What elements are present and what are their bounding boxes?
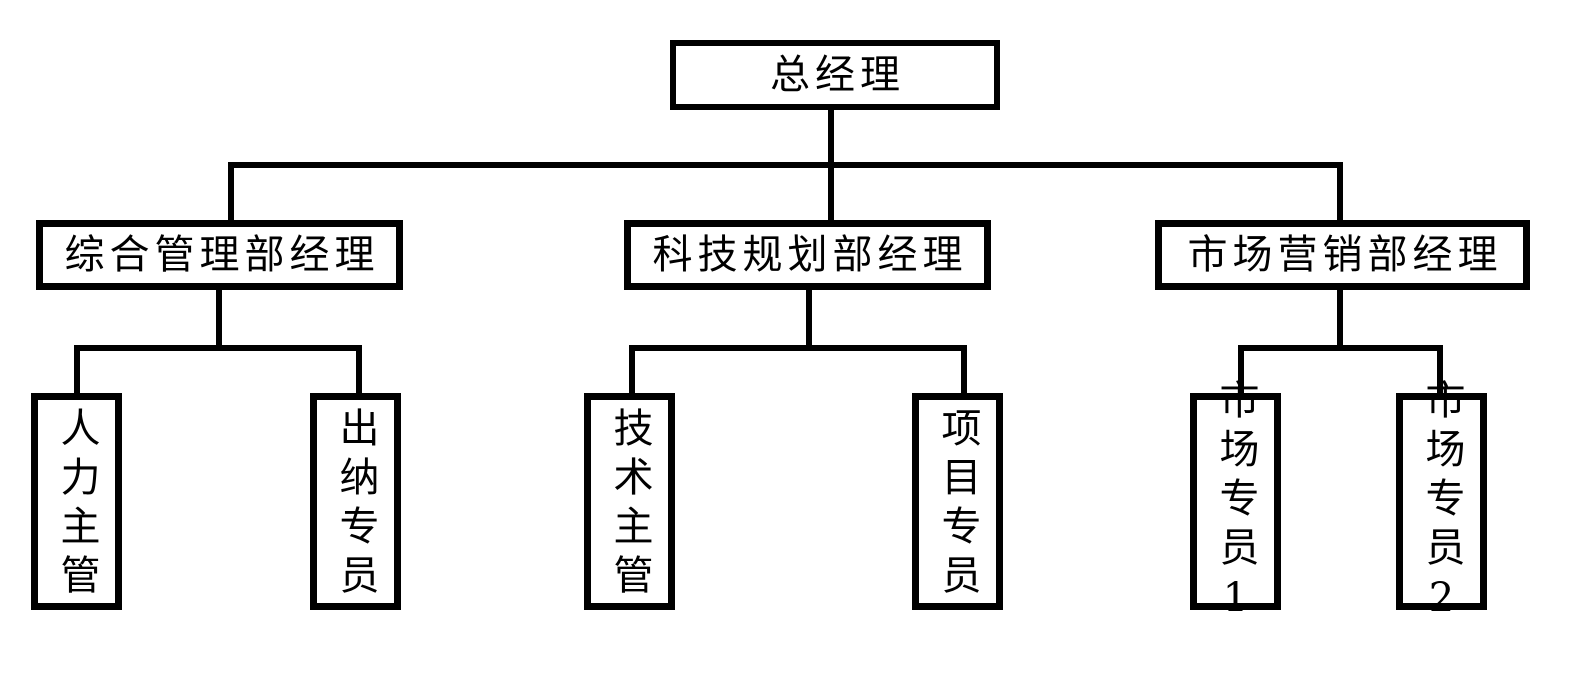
- node-label: 综合管理部经理: [64, 232, 380, 278]
- node-marketing-specialist-2[interactable]: 市场专员2: [1396, 379, 1487, 630]
- connector-staff-1-drop: [74, 345, 80, 395]
- node-marketing-dept-manager[interactable]: 市场营销部经理: [1155, 220, 1530, 290]
- node-label: 项目专员: [934, 406, 981, 603]
- node-hr-supervisor[interactable]: 人力主管: [31, 393, 122, 610]
- node-technical-supervisor[interactable]: 技术主管: [584, 393, 675, 610]
- connector-dept-2-bus: [629, 345, 967, 351]
- node-label: 市场专员1: [1212, 379, 1259, 630]
- node-cashier-specialist[interactable]: 出纳专员: [310, 393, 401, 610]
- connector-staff-5-drop: [1238, 345, 1244, 395]
- node-label: 市场营销部经理: [1187, 232, 1503, 278]
- connector-dept-3-drop: [1337, 162, 1343, 222]
- node-label: 出纳专员: [332, 406, 379, 603]
- connector-staff-3-drop: [629, 345, 635, 395]
- connector-root-drop: [828, 110, 834, 168]
- node-label: 总经理: [770, 52, 905, 98]
- connector-dept-2-drop: [828, 162, 834, 222]
- node-label: 技术主管: [606, 406, 653, 603]
- connector-main-bus: [228, 162, 1343, 168]
- node-tech-planning-dept-manager[interactable]: 科技规划部经理: [624, 220, 991, 290]
- node-admin-dept-manager[interactable]: 综合管理部经理: [36, 220, 403, 290]
- connector-dept-1-stem: [216, 288, 222, 350]
- connector-staff-2-drop: [356, 345, 362, 395]
- connector-dept-1-drop: [228, 162, 234, 222]
- connector-dept-1-bus: [74, 345, 362, 351]
- node-project-specialist[interactable]: 项目专员: [912, 393, 1003, 610]
- connector-dept-3-stem: [1337, 288, 1343, 350]
- node-label: 市场专员2: [1418, 379, 1465, 630]
- node-label: 科技规划部经理: [652, 232, 968, 278]
- connector-staff-6-drop: [1437, 345, 1443, 395]
- node-label: 人力主管: [53, 406, 100, 603]
- connector-dept-2-stem: [806, 288, 812, 350]
- node-general-manager[interactable]: 总经理: [670, 40, 1000, 110]
- connector-staff-4-drop: [961, 345, 967, 395]
- node-marketing-specialist-1[interactable]: 市场专员1: [1190, 379, 1281, 630]
- connector-dept-3-bus: [1238, 345, 1443, 351]
